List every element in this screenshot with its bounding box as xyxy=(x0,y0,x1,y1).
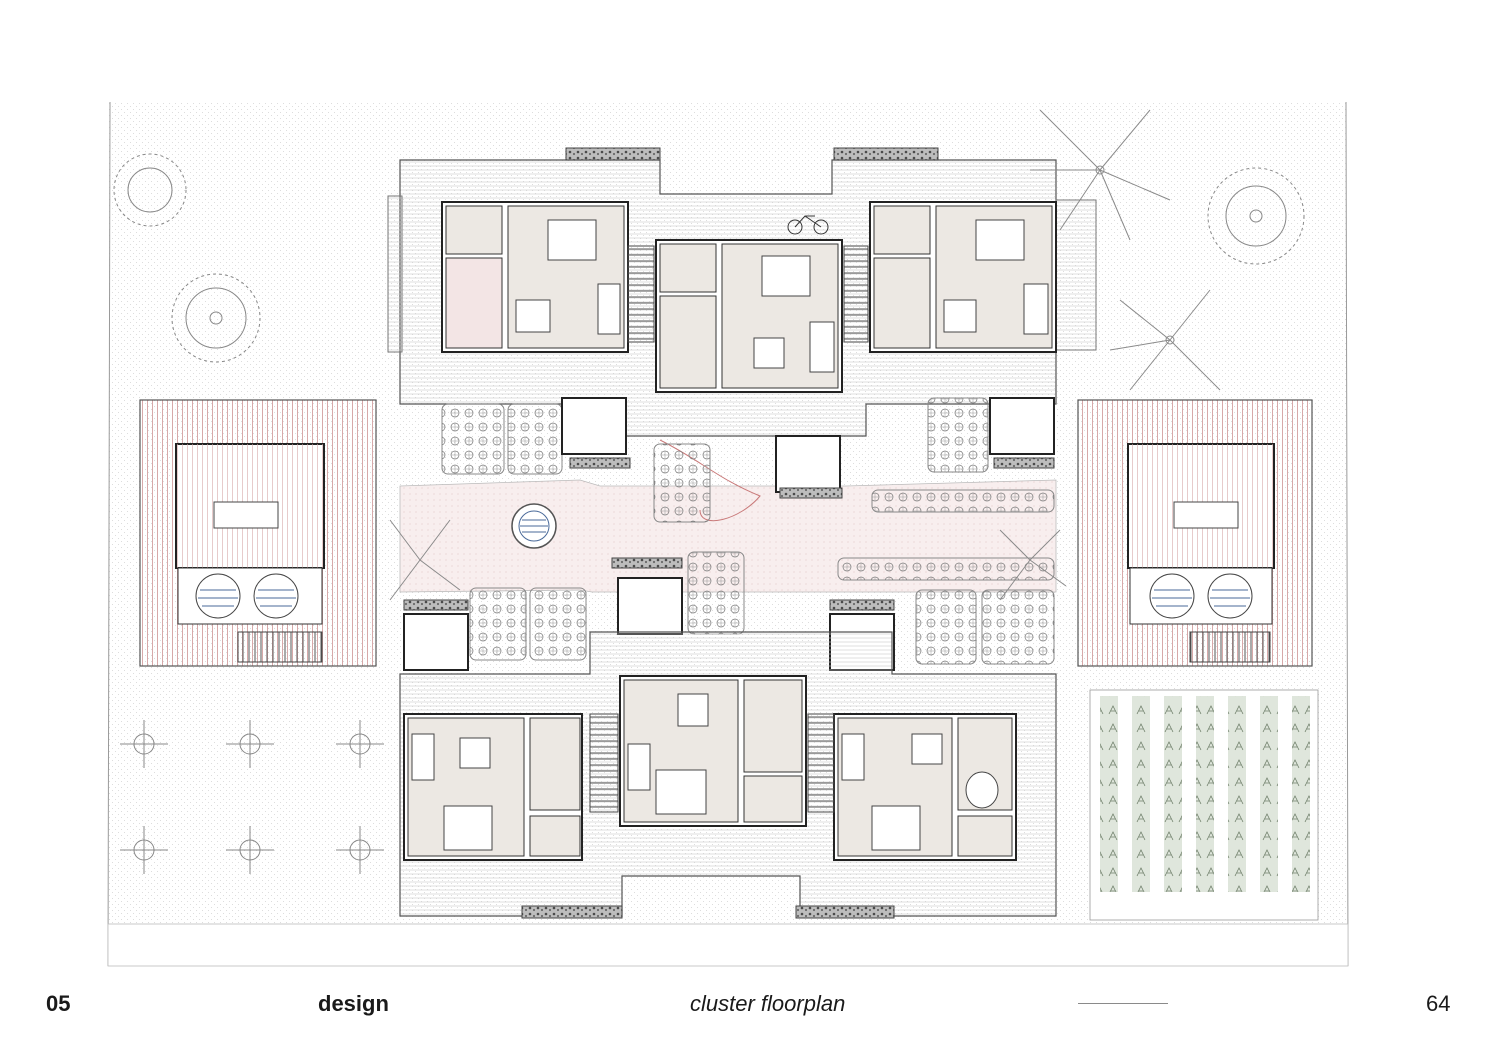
bed-icon xyxy=(761,255,811,297)
page-number: 64 xyxy=(1426,991,1451,1016)
animal-pen xyxy=(529,717,581,811)
water-tank-icon xyxy=(1149,573,1195,619)
water-tank-icon xyxy=(1207,573,1253,619)
house-se xyxy=(833,713,1017,861)
palm-icon xyxy=(1030,109,1171,241)
tree-icon xyxy=(1207,167,1305,265)
footer-rule xyxy=(1078,1003,1168,1004)
south-path xyxy=(107,923,1349,967)
palm-icon xyxy=(999,529,1067,601)
section-title: design xyxy=(318,991,389,1016)
table-icon xyxy=(911,733,943,765)
house-sw xyxy=(403,713,583,861)
water-tank-icon xyxy=(195,573,241,619)
house-n-center xyxy=(655,239,843,393)
site-edge-right xyxy=(1345,101,1349,967)
gravel-strip-ne xyxy=(833,147,939,161)
gravel-strip-se xyxy=(795,905,895,919)
ramp-ne xyxy=(1055,199,1097,351)
gravel-strip-sw xyxy=(521,905,623,919)
table-icon xyxy=(753,337,785,369)
gravel-strip-nw xyxy=(565,147,661,161)
stairs-n-right xyxy=(843,245,869,343)
gravel-strips-courtyard xyxy=(403,457,1055,611)
sofa xyxy=(627,743,651,791)
bed-icon xyxy=(443,805,493,851)
palm-icon xyxy=(389,519,461,601)
orchard-trees xyxy=(120,720,384,874)
palm-icon xyxy=(1109,289,1221,391)
garden-beds xyxy=(441,397,1055,665)
bed-icon xyxy=(655,769,707,815)
bed-icon xyxy=(871,805,921,851)
bed-icon xyxy=(975,219,1025,261)
sofa xyxy=(809,321,835,373)
stairs-east xyxy=(1189,631,1271,663)
animal-pen xyxy=(873,257,931,349)
sofa xyxy=(597,283,621,335)
planter-icon xyxy=(965,771,999,809)
stairs-s-left xyxy=(589,713,619,813)
table-icon xyxy=(677,693,709,727)
pavilion-west xyxy=(139,399,377,667)
stairs-n-left xyxy=(627,245,655,343)
table-icon xyxy=(1173,501,1239,529)
storage xyxy=(659,295,717,389)
table-icon xyxy=(515,299,551,333)
pavilion-east xyxy=(1077,399,1313,667)
drawing-title: cluster floorplan xyxy=(690,991,846,1016)
bed-icon xyxy=(547,219,597,261)
bathroom xyxy=(529,815,581,857)
site-edge-left xyxy=(107,101,111,967)
house-ne xyxy=(869,201,1057,353)
table-icon xyxy=(213,501,279,529)
bathroom xyxy=(659,243,717,293)
bathroom xyxy=(957,815,1013,857)
workshop xyxy=(445,257,503,349)
house-s-center xyxy=(619,675,807,827)
sofa xyxy=(1023,283,1049,335)
table-icon xyxy=(459,737,491,769)
sofa xyxy=(841,733,865,781)
bathroom xyxy=(445,205,503,255)
ramp-nw xyxy=(387,195,403,353)
water-tank-icon xyxy=(253,573,299,619)
animal-pen xyxy=(743,679,803,773)
bathroom xyxy=(873,205,931,255)
stairs-west xyxy=(237,631,323,663)
stairs-s-right xyxy=(807,713,835,813)
tree-icon xyxy=(171,273,261,363)
bathroom xyxy=(743,775,803,823)
section-number: 05 xyxy=(46,991,71,1016)
bicycle-icon xyxy=(787,215,829,235)
house-nw xyxy=(441,201,629,353)
crop-field xyxy=(1089,689,1319,921)
sofa xyxy=(411,733,435,781)
tree-icon xyxy=(113,153,187,227)
table-icon xyxy=(943,299,977,333)
